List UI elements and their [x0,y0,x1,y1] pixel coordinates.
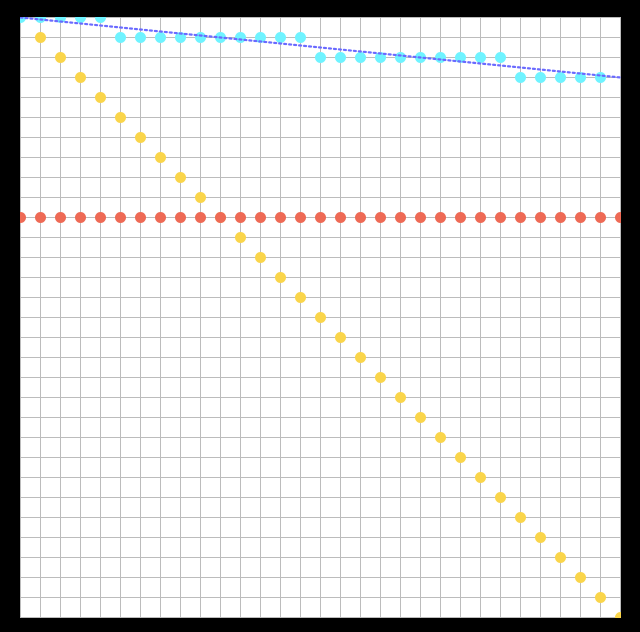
yellow-diagonal-dot [175,172,186,183]
cyan-steps-dot [235,32,246,43]
red-row-dot [555,212,566,223]
yellow-diagonal-dot [335,332,346,343]
red-row-dot [295,212,306,223]
yellow-diagonal-dot [75,72,86,83]
yellow-diagonal-dot [575,572,586,583]
game-board[interactable] [20,17,621,618]
yellow-diagonal-dot [255,252,266,263]
yellow-diagonal-dot [595,592,606,603]
yellow-diagonal-dot [315,312,326,323]
board-canvas [20,17,621,618]
yellow-diagonal-dot [615,612,621,618]
cyan-steps-dot [535,72,546,83]
yellow-diagonal-dot [135,132,146,143]
yellow-diagonal-dot [555,552,566,563]
cyan-steps-dot [95,17,106,23]
red-row-dot [235,212,246,223]
red-row-dot [615,212,621,223]
red-row-dot [215,212,226,223]
cyan-steps-dot [115,32,126,43]
cyan-steps-dot [555,72,566,83]
yellow-diagonal-dot [515,512,526,523]
yellow-diagonal-dot [435,432,446,443]
red-row-dot [255,212,266,223]
cyan-steps-dot [135,32,146,43]
cyan-steps-dot [355,52,366,63]
red-row-dot [275,212,286,223]
cyan-steps-dot [295,32,306,43]
cyan-steps-dot [335,52,346,63]
red-row-dot [415,212,426,223]
red-row-dot [375,212,386,223]
red-row-dot [195,212,206,223]
yellow-diagonal-dot [295,292,306,303]
red-row-dot [115,212,126,223]
red-row-dot [455,212,466,223]
yellow-diagonal-dot [475,472,486,483]
yellow-diagonal-dot [155,152,166,163]
red-row-dot [495,212,506,223]
cyan-steps-dot [315,52,326,63]
yellow-diagonal-dot [495,492,506,503]
red-row-dot [315,212,326,223]
red-row-dot [435,212,446,223]
yellow-diagonal-dot [195,192,206,203]
cyan-steps-dot [255,32,266,43]
red-row-dot [35,212,46,223]
yellow-diagonal-dot [95,92,106,103]
yellow-diagonal-dot [415,412,426,423]
red-row-dot [475,212,486,223]
cyan-steps-dot [515,72,526,83]
cyan-steps-dot [275,32,286,43]
yellow-diagonal-dot [115,112,126,123]
red-row-dot [355,212,366,223]
guide-line-layer [20,17,621,79]
red-row-dot [515,212,526,223]
red-row-dot [95,212,106,223]
yellow-diagonal-dot [535,532,546,543]
red-row-dot [20,212,26,223]
red-row-dot [155,212,166,223]
cyan-steps-dot [195,32,206,43]
cyan-steps-dot [475,52,486,63]
yellow-diagonal-dot [35,32,46,43]
cyan-steps-dot [155,32,166,43]
red-row-dot [395,212,406,223]
cyan-steps-dot [75,17,86,23]
cyan-steps-dot [595,72,606,83]
red-row-dot [75,212,86,223]
cyan-steps-dot [455,52,466,63]
red-row-dot [55,212,66,223]
yellow-diagonal-dot [275,272,286,283]
yellow-diagonal-dot [235,232,246,243]
red-row-dot [175,212,186,223]
cyan-steps-dot [495,52,506,63]
red-row-dot [575,212,586,223]
yellow-diagonal-dot [455,452,466,463]
red-row-dot [335,212,346,223]
cyan-steps-dot [395,52,406,63]
cyan-steps-dot [175,32,186,43]
yellow-diagonal-dot [375,372,386,383]
guide-line [20,17,621,79]
red-row-dot [135,212,146,223]
yellow-diagonal-dot [355,352,366,363]
red-row-dot [595,212,606,223]
red-row-dot [535,212,546,223]
yellow-diagonal-dot [55,52,66,63]
cyan-steps-dot [435,52,446,63]
dot-layer [20,17,621,618]
yellow-diagonal-dot [395,392,406,403]
